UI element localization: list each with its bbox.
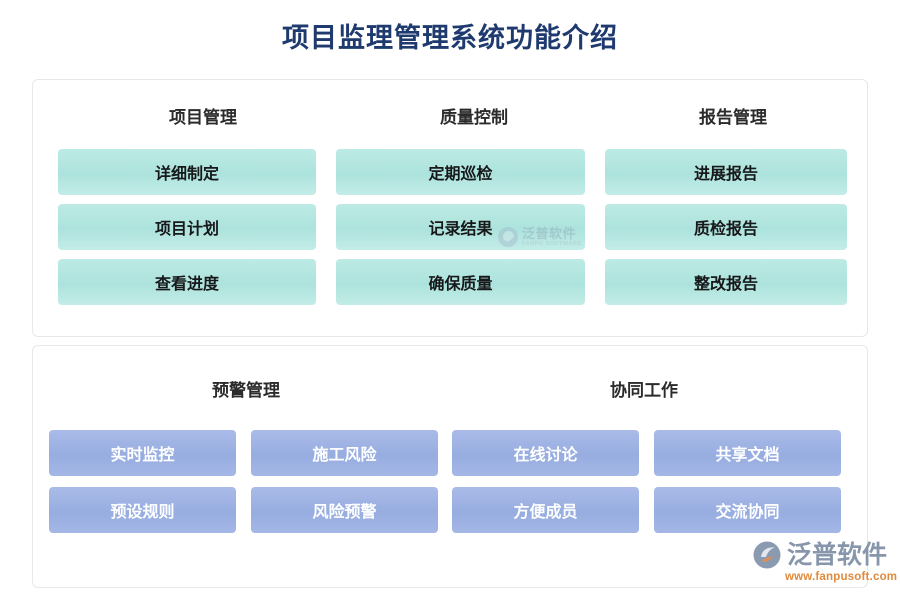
feature-chip[interactable]: 定期巡检 (336, 149, 585, 195)
feature-chip[interactable]: 项目计划 (58, 204, 316, 250)
collab-chip[interactable]: 共享文档 (654, 430, 841, 476)
feature-chip[interactable]: 确保质量 (336, 259, 585, 305)
feature-chip[interactable]: 记录结果 (336, 204, 585, 250)
feature-chip[interactable]: 进展报告 (605, 149, 847, 195)
alert-chip[interactable]: 施工风险 (251, 430, 438, 476)
feature-chip[interactable]: 查看进度 (58, 259, 316, 305)
alerts-collab-card: 预警管理 协同工作 实时监控 施工风险 预设规则 风险预警 在线讨论 共享文档 … (32, 345, 868, 588)
column-header-quality-control: 质量控制 (440, 108, 508, 127)
feature-chip[interactable]: 整改报告 (605, 259, 847, 305)
column-header-collaboration: 协同工作 (610, 381, 678, 400)
alert-chip[interactable]: 预设规则 (49, 487, 236, 533)
collab-chip[interactable]: 方便成员 (452, 487, 639, 533)
column-header-report-management: 报告管理 (699, 108, 767, 127)
alert-chip[interactable]: 实时监控 (49, 430, 236, 476)
feature-chip[interactable]: 详细制定 (58, 149, 316, 195)
collab-chip[interactable]: 在线讨论 (452, 430, 639, 476)
alert-chip[interactable]: 风险预警 (251, 487, 438, 533)
page-title: 项目监理管理系统功能介绍 (282, 23, 618, 53)
collab-chip[interactable]: 交流协同 (654, 487, 841, 533)
column-header-project-management: 项目管理 (169, 108, 237, 127)
feature-chip[interactable]: 质检报告 (605, 204, 847, 250)
column-header-alert-management: 预警管理 (212, 381, 280, 400)
features-card: 项目管理 质量控制 报告管理 详细制定 项目计划 查看进度 定期巡检 记录结果 … (32, 79, 868, 337)
